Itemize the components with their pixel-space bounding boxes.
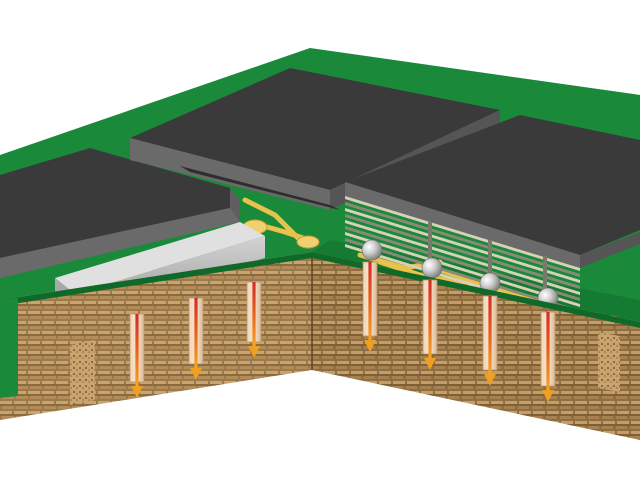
solder-ball-icon: [421, 257, 443, 279]
thermal-via: [482, 295, 498, 386]
via-heat-core: [135, 314, 139, 386]
thermal-via: [422, 279, 438, 370]
heat-flow-arrow-icon: [248, 346, 260, 358]
thermal-via: [540, 311, 556, 402]
via-heat-core: [194, 298, 198, 368]
solder-balls: [361, 239, 559, 309]
thermal-via: [362, 261, 378, 352]
stack-divider: [488, 240, 492, 292]
stack-layer: [345, 202, 580, 277]
stack-layer: [345, 208, 580, 283]
chip-back-left: [0, 148, 240, 278]
board-green-edge-side: [0, 298, 18, 398]
thermal-via: [188, 297, 204, 380]
heat-flow-arrow-icon: [542, 390, 554, 402]
via-heat-core: [546, 312, 550, 390]
stack-layer: [345, 226, 580, 301]
laminate-face-right: [312, 252, 640, 440]
stack-divider: [543, 256, 547, 308]
thermal-vias: [129, 261, 556, 402]
thermal-via: [129, 313, 145, 398]
via-heat-core: [252, 282, 256, 346]
stack-layer: [345, 196, 580, 271]
heat-flow-arrow-icon: [364, 340, 376, 352]
via-heat-core: [428, 280, 432, 358]
heat-flow-arrow-icon: [484, 374, 496, 386]
heat-flow-arrow-icon: [424, 358, 436, 370]
heat-flow-arrow-icon: [190, 368, 202, 380]
thermal-via: [246, 281, 262, 358]
via-heat-core: [488, 296, 492, 374]
via-heat-core: [368, 262, 372, 340]
laminate-grain-pads: [70, 332, 620, 405]
stack-layer: [345, 220, 580, 295]
board-green-edge-right: [312, 252, 640, 328]
board-green-edge-left: [0, 252, 312, 306]
stack-layer: [345, 214, 580, 289]
heat-flow-arrow-icon: [131, 386, 143, 398]
stack-divider: [428, 222, 432, 274]
solder-ball-icon: [361, 239, 383, 261]
stack-layer: [345, 232, 580, 307]
stack-layer: [345, 238, 580, 313]
